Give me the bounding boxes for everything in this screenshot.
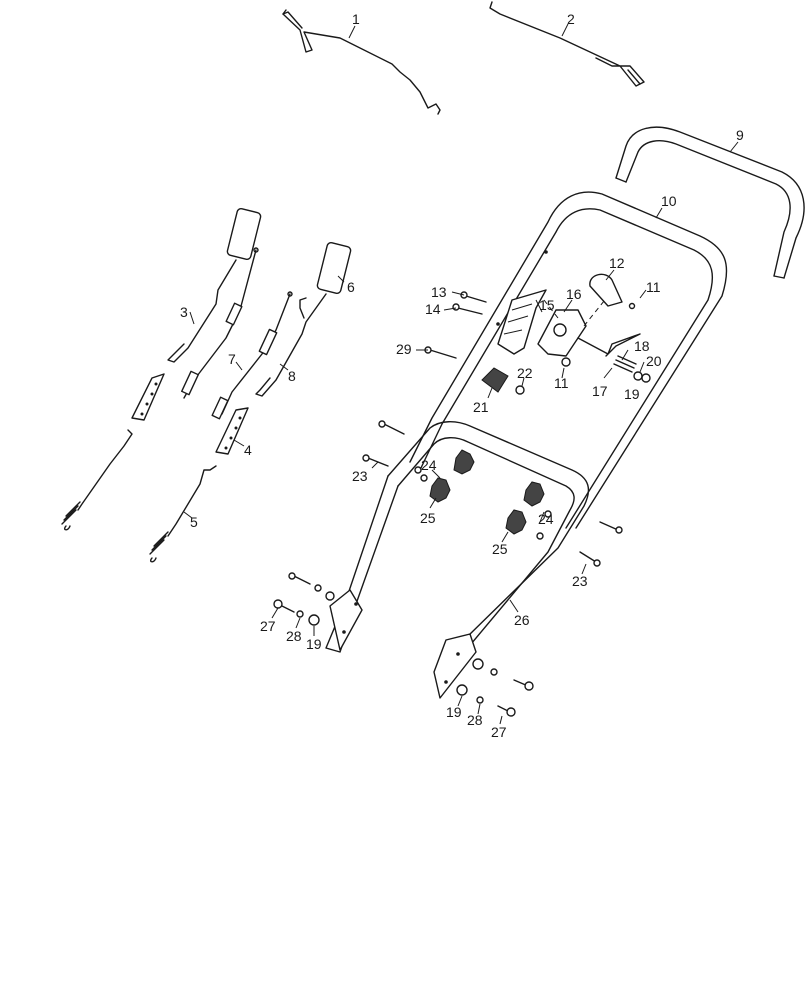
callout-26: 26 bbox=[514, 612, 530, 628]
callout-19-left: 19 bbox=[306, 636, 322, 652]
callout-25-right: 25 bbox=[492, 541, 508, 557]
part-2-control-rod bbox=[489, 1, 645, 87]
callout-20: 20 bbox=[646, 353, 662, 369]
callout-17: 17 bbox=[592, 383, 608, 399]
part-12-knob bbox=[589, 273, 623, 307]
part-21-cable-clip bbox=[481, 367, 509, 393]
part-6-grip-cable bbox=[255, 241, 352, 397]
part-18-spring bbox=[613, 355, 637, 373]
callout-5: 5 bbox=[190, 514, 198, 530]
part-9-upper-handlebar bbox=[615, 126, 805, 279]
part-17-lever bbox=[577, 333, 641, 357]
callout-13: 13 bbox=[431, 284, 447, 300]
callout-10: 10 bbox=[661, 193, 677, 209]
callout-4-plate: 4 bbox=[244, 442, 252, 458]
part-8-cable-end bbox=[299, 297, 307, 319]
callout-25-left: 25 bbox=[420, 510, 436, 526]
callout-2: 2 bbox=[567, 11, 575, 27]
callout-23-left: 23 bbox=[352, 468, 368, 484]
callout-24-right: 24 bbox=[538, 511, 554, 527]
part-26-lower-handle-frame bbox=[325, 421, 590, 699]
callout-16: 16 bbox=[566, 286, 582, 302]
callout-28-right: 28 bbox=[467, 712, 483, 728]
callout-7: 7 bbox=[228, 351, 236, 367]
part-15-guide-plate bbox=[497, 289, 547, 355]
callout-8: 8 bbox=[288, 368, 296, 384]
part-3-grip-cable bbox=[167, 207, 262, 363]
callout-9: 9 bbox=[736, 127, 744, 143]
callout-3: 3 bbox=[180, 304, 188, 320]
callout-18: 18 bbox=[634, 338, 650, 354]
callout-11-top: 11 bbox=[646, 279, 661, 295]
callout-22: 22 bbox=[517, 365, 533, 381]
part-4-perforated-plates bbox=[131, 373, 249, 455]
callout-14: 14 bbox=[425, 301, 441, 317]
callout-21: 21 bbox=[473, 399, 489, 415]
part-10-handle-frame bbox=[409, 191, 728, 529]
bolts-and-washers bbox=[273, 291, 651, 717]
leader-lines bbox=[183, 23, 739, 725]
part-7-cable bbox=[181, 247, 293, 420]
callout-27-right: 27 bbox=[491, 724, 507, 740]
callout-19-top: 19 bbox=[624, 386, 640, 402]
callout-23-right: 23 bbox=[572, 573, 588, 589]
callout-1: 1 bbox=[352, 11, 360, 27]
callout-19-right: 19 bbox=[446, 704, 462, 720]
callout-6: 6 bbox=[347, 279, 355, 295]
callout-27-left: 27 bbox=[260, 618, 276, 634]
callout-28-left: 28 bbox=[286, 628, 302, 644]
callout-24-left: 24 bbox=[421, 457, 437, 473]
callout-15: 15 bbox=[539, 297, 555, 313]
part-16-lever-housing bbox=[537, 295, 609, 357]
part-1-control-rod bbox=[282, 9, 441, 115]
callout-12: 12 bbox=[609, 255, 625, 271]
part-5-springs bbox=[61, 429, 217, 563]
part-25-star-knob bbox=[429, 449, 545, 535]
callout-labels: 1 2 9 10 12 11 13 14 15 16 29 18 20 22 1… bbox=[180, 11, 744, 740]
callout-29: 29 bbox=[396, 341, 412, 357]
callout-11-bottom: 11 bbox=[554, 375, 569, 391]
